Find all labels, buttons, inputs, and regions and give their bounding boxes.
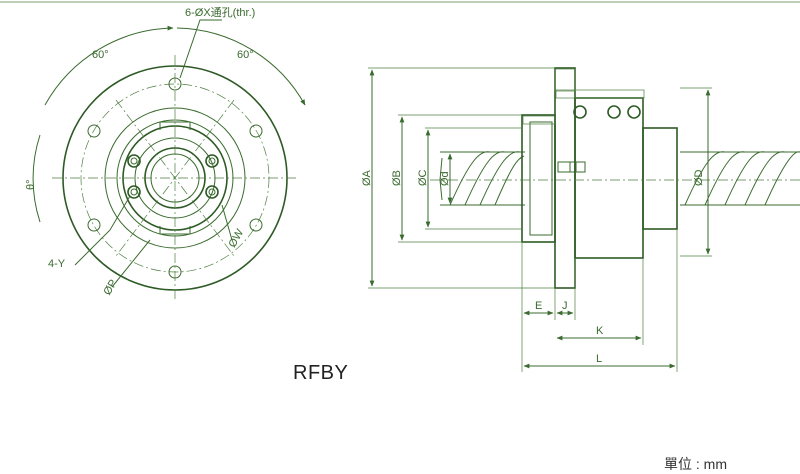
- dim-e-label: E: [535, 300, 542, 312]
- pitch-leader: [111, 239, 151, 288]
- dim-l-label: L: [596, 353, 602, 365]
- model-title: RFBY: [293, 362, 349, 384]
- hole-note-leader: [179, 19, 222, 79]
- nut-body: [574, 97, 644, 259]
- hatch-flange: [554, 68, 576, 92]
- angle-arc-right: [176, 27, 306, 106]
- angle-arc-theta: [32, 134, 41, 223]
- dim-b-label: ØB: [391, 170, 403, 186]
- screw-left: [439, 151, 525, 206]
- angle-theta-label: θ°: [25, 179, 37, 190]
- balls: [573, 105, 641, 119]
- front-view: 6-ØX通孔(thr.) 60° 60° θ° 4-Y ØP ØW: [25, 6, 306, 300]
- end-cap-left: [521, 114, 556, 243]
- slot-bottom: [159, 226, 191, 235]
- tapped-holes: [127, 154, 219, 199]
- hatch-left: [522, 115, 556, 125]
- dim-k-label: K: [596, 325, 604, 337]
- side-view: ØA ØB ØC Ød ØD E J K L: [361, 67, 800, 372]
- hatch-top: [555, 89, 645, 99]
- angle-arc-left: [44, 25, 174, 106]
- unit-label: 單位 : mm: [664, 456, 727, 472]
- angle-right-label: 60°: [237, 49, 254, 61]
- angle-left-label: 60°: [92, 49, 109, 61]
- tap-note-label: 4-Y: [48, 258, 66, 270]
- w-leader: [221, 204, 233, 241]
- end-cap-inner: [529, 121, 553, 236]
- center-line-diag2: [115, 99, 235, 257]
- dim-c-label: ØC: [417, 169, 429, 186]
- dim-d-label: Ød: [439, 171, 451, 186]
- dim-j-label: J: [562, 300, 568, 312]
- dim-a-label: ØA: [361, 169, 373, 186]
- flange-plate: [554, 67, 576, 289]
- dim-od-label: ØD: [693, 169, 705, 186]
- end-cap-right: [642, 127, 678, 230]
- tap-note-leader: [74, 195, 131, 266]
- hole-note-label: 6-ØX通孔(thr.): [185, 6, 255, 19]
- lube-bolt: [557, 161, 586, 173]
